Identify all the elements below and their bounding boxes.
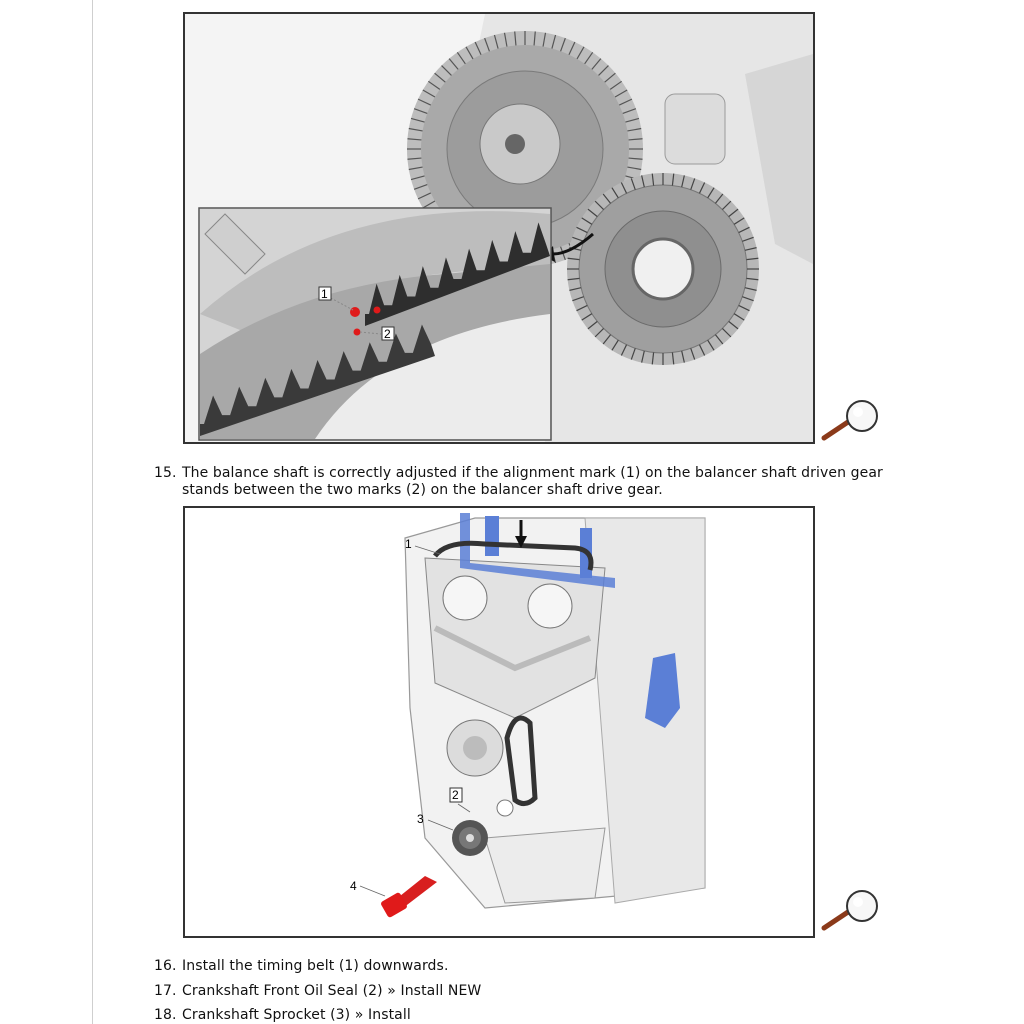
- callout-1: 1: [321, 287, 328, 301]
- step-number: 18.: [154, 1007, 177, 1023]
- callout-2: 2: [384, 327, 391, 341]
- step-text-continued: stands between the two marks (2) on the …: [182, 482, 663, 498]
- callout-1: 1: [405, 537, 412, 551]
- magnifier-icon[interactable]: [818, 398, 888, 448]
- callout-3: 3: [417, 812, 424, 826]
- balancer-gear-illustration: 1 2: [183, 12, 815, 444]
- step-text: Install the timing belt (1) downwards.: [182, 958, 449, 974]
- step-text: The balance shaft is correctly adjusted …: [182, 465, 883, 481]
- callout-4: 4: [350, 879, 357, 893]
- step-text: Crankshaft Front Oil Seal (2) » Install …: [182, 983, 482, 999]
- callout-2: 2: [452, 788, 459, 802]
- step-number: 17.: [154, 983, 177, 999]
- gear-detail-inset: 1 2: [198, 207, 552, 441]
- left-margin-rule: [92, 0, 93, 1024]
- engine-timing-belt-illustration: 1 2 3 4: [183, 506, 815, 938]
- step-16: 16. Install the timing belt (1) downwards…: [154, 958, 449, 975]
- step-number: 15.: [154, 465, 177, 481]
- step-18: 18. Crankshaft Sprocket (3) » Install: [154, 1007, 411, 1024]
- step-number: 16.: [154, 958, 177, 974]
- step-17: 17. Crankshaft Front Oil Seal (2) » Insta…: [154, 983, 481, 1000]
- step-text: Crankshaft Sprocket (3) » Install: [182, 1007, 411, 1023]
- step-15: 15. The balance shaft is correctly adjust…: [154, 465, 883, 498]
- magnifier-icon[interactable]: [818, 888, 888, 938]
